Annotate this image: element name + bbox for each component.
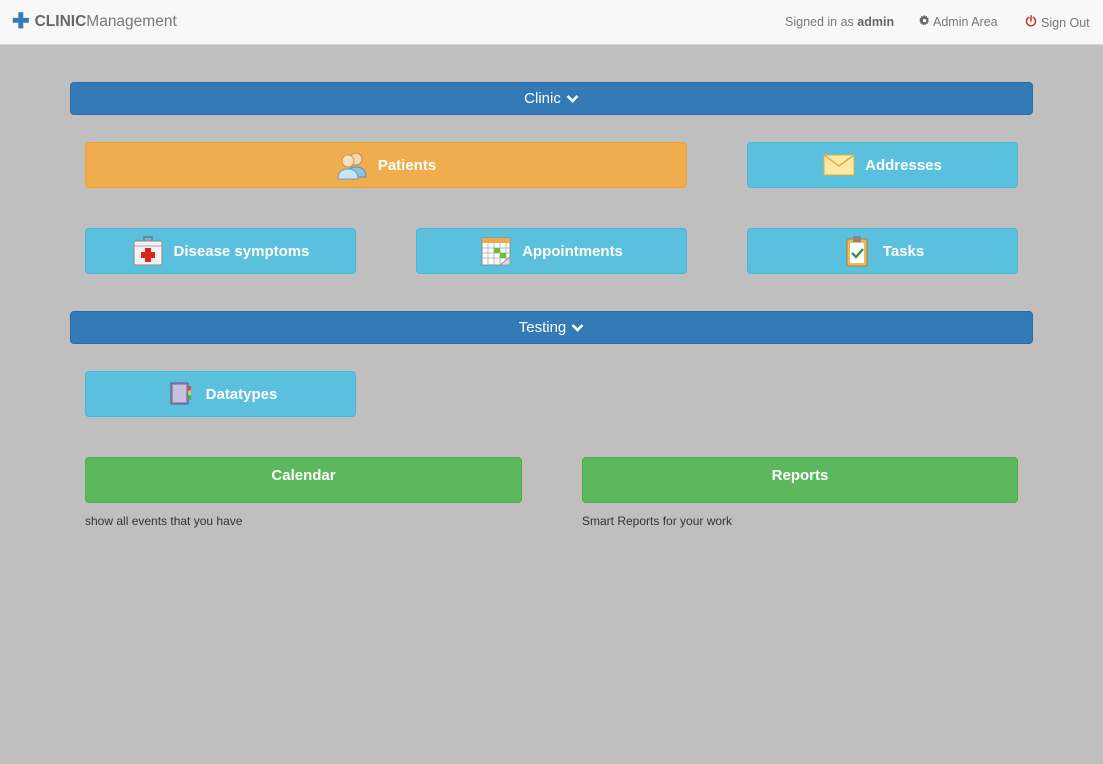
reports-description: Smart Reports for your work xyxy=(582,514,733,528)
calendar-button[interactable]: Calendar xyxy=(85,457,522,503)
power-icon xyxy=(1025,15,1037,30)
admin-area-link[interactable]: Admin Area xyxy=(919,15,998,29)
gear-icon xyxy=(919,15,930,29)
clinic-section-toggle[interactable]: Clinic xyxy=(70,82,1033,115)
chevron-down-icon xyxy=(571,323,584,333)
patients-icon xyxy=(336,149,368,181)
appointments-label: Appointments xyxy=(522,242,623,260)
patients-label: Patients xyxy=(377,156,437,174)
calendar-label: Calendar xyxy=(271,467,336,484)
calendar-description: show all events that you have xyxy=(85,514,243,528)
sign-out-label: Sign Out xyxy=(1041,15,1090,30)
tasks-label: Tasks xyxy=(882,242,925,260)
addresses-label: Addresses xyxy=(865,156,942,174)
plus-icon: ✚ xyxy=(12,10,30,33)
reports-label: Reports xyxy=(771,467,829,484)
appointments-button[interactable]: Appointments xyxy=(416,228,687,274)
testing-section-label: Testing xyxy=(518,319,567,336)
testing-section-toggle[interactable]: Testing xyxy=(70,311,1033,344)
signed-in-text: Signed in as admin xyxy=(785,15,894,29)
sign-out-link[interactable]: Sign Out xyxy=(1025,15,1090,30)
disease-symptoms-label: Disease symptoms xyxy=(173,242,310,260)
patients-button[interactable]: Patients xyxy=(85,142,687,188)
signed-in-user: admin xyxy=(857,15,895,29)
addresses-button[interactable]: Addresses xyxy=(747,142,1018,188)
medical-kit-icon xyxy=(132,235,164,267)
signed-in-prefix: Signed in as xyxy=(785,15,854,29)
disease-symptoms-button[interactable]: Disease symptoms xyxy=(85,228,356,274)
brand-strong: CLINIC xyxy=(34,13,87,30)
admin-area-label: Admin Area xyxy=(933,15,998,29)
reports-button[interactable]: Reports xyxy=(582,457,1018,503)
datatypes-label: Datatypes xyxy=(205,385,278,403)
brand-rest: Management xyxy=(86,13,177,30)
tasks-button[interactable]: Tasks xyxy=(747,228,1018,274)
chevron-down-icon xyxy=(566,94,579,104)
clipboard-check-icon xyxy=(841,235,873,267)
clinic-section-label: Clinic xyxy=(524,90,561,107)
datatypes-button[interactable]: Datatypes xyxy=(85,371,356,417)
notebook-icon xyxy=(164,378,196,410)
envelope-icon xyxy=(823,149,855,181)
calendar-grid-icon xyxy=(480,235,512,267)
